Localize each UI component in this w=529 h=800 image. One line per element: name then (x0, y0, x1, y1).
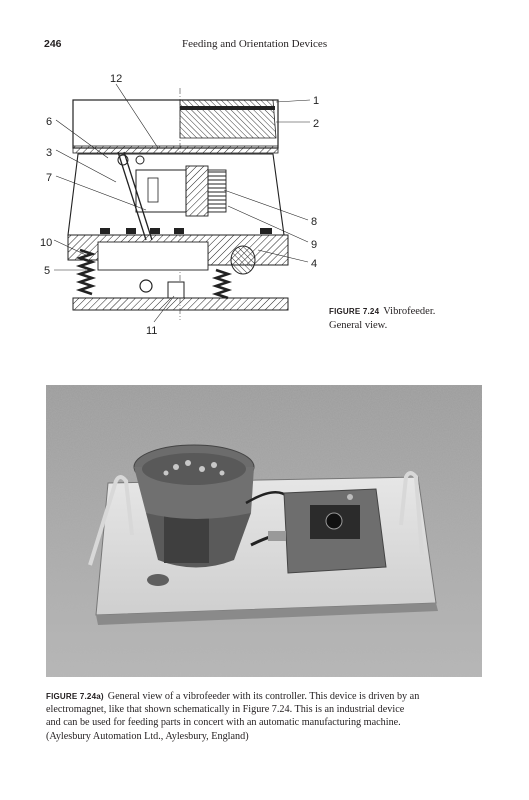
cable-gland (268, 531, 286, 541)
spring-left (75, 248, 97, 296)
loose-part (147, 574, 169, 586)
magnet-coil (207, 169, 227, 213)
callout-5: 5 (44, 265, 50, 277)
callout-6: 6 (46, 116, 52, 128)
caption-line-1: Vibrofeeder. (383, 306, 436, 317)
bowl-track-section (179, 99, 277, 139)
controller-knob (325, 512, 343, 530)
support-post (167, 281, 185, 299)
vibrofeeder-schematic: 12 6 3 7 10 5 11 1 2 8 9 4 (40, 73, 319, 337)
right-handle (399, 471, 424, 556)
upper-bolt-2 (135, 155, 145, 165)
callout-12: 12 (110, 73, 122, 85)
adjust-screw (139, 279, 153, 293)
left-handle (88, 475, 134, 566)
feeder-label-plate (164, 515, 209, 563)
caption-a-line-1: General view of a vibrofeeder with its c… (107, 691, 420, 702)
spring-right (211, 268, 233, 300)
callout-10: 10 (40, 237, 52, 249)
bowl-flange (72, 145, 279, 154)
caption-a-line-4: (Aylesbury Automation Ltd., Aylesbury, E… (46, 730, 249, 742)
air-gap-plate (147, 177, 159, 203)
armature (135, 169, 187, 213)
page-header: 246 Feeding and Orientation Devices (0, 38, 529, 54)
caption-a-line-3: and can be used for feeding parts in con… (46, 717, 401, 729)
callout-11: 11 (146, 325, 157, 337)
bowl-rim (180, 106, 275, 110)
vibrofeeder-photo (46, 385, 482, 677)
leaf-spring-left-2 (123, 151, 153, 241)
reaction-mass (97, 241, 209, 271)
callout-7: 7 (46, 172, 52, 184)
running-title: Feeding and Orientation Devices (182, 38, 328, 50)
callout-2: 2 (313, 118, 319, 130)
figure-label-a: FIGURE 7.24a) (46, 692, 104, 701)
power-switch (347, 494, 353, 500)
board-edge (96, 603, 438, 625)
callout-9: 9 (311, 239, 317, 251)
bolt-row (100, 228, 272, 234)
caption-a-line-2: electromagnet, like that shown schematic… (46, 704, 405, 716)
rubber-mount (230, 245, 256, 275)
foundation-plate (72, 297, 289, 311)
bowl-inside (142, 453, 246, 485)
parts-in-bowl (163, 460, 225, 476)
callout-1: 1 (313, 95, 319, 107)
page-number: 246 (44, 38, 62, 50)
callout-4: 4 (311, 258, 317, 270)
magnet-core (185, 165, 209, 217)
leader-lines (53, 83, 311, 323)
leaf-spring-left (117, 151, 147, 241)
figure-7-24a-caption: FIGURE 7.24a)General view of a vibrofeed… (46, 690, 486, 743)
figure-label: FIGURE 7.24 (329, 307, 380, 316)
caption-line-2: General view. (329, 320, 388, 331)
callout-3: 3 (46, 147, 52, 159)
callout-8: 8 (311, 216, 317, 228)
